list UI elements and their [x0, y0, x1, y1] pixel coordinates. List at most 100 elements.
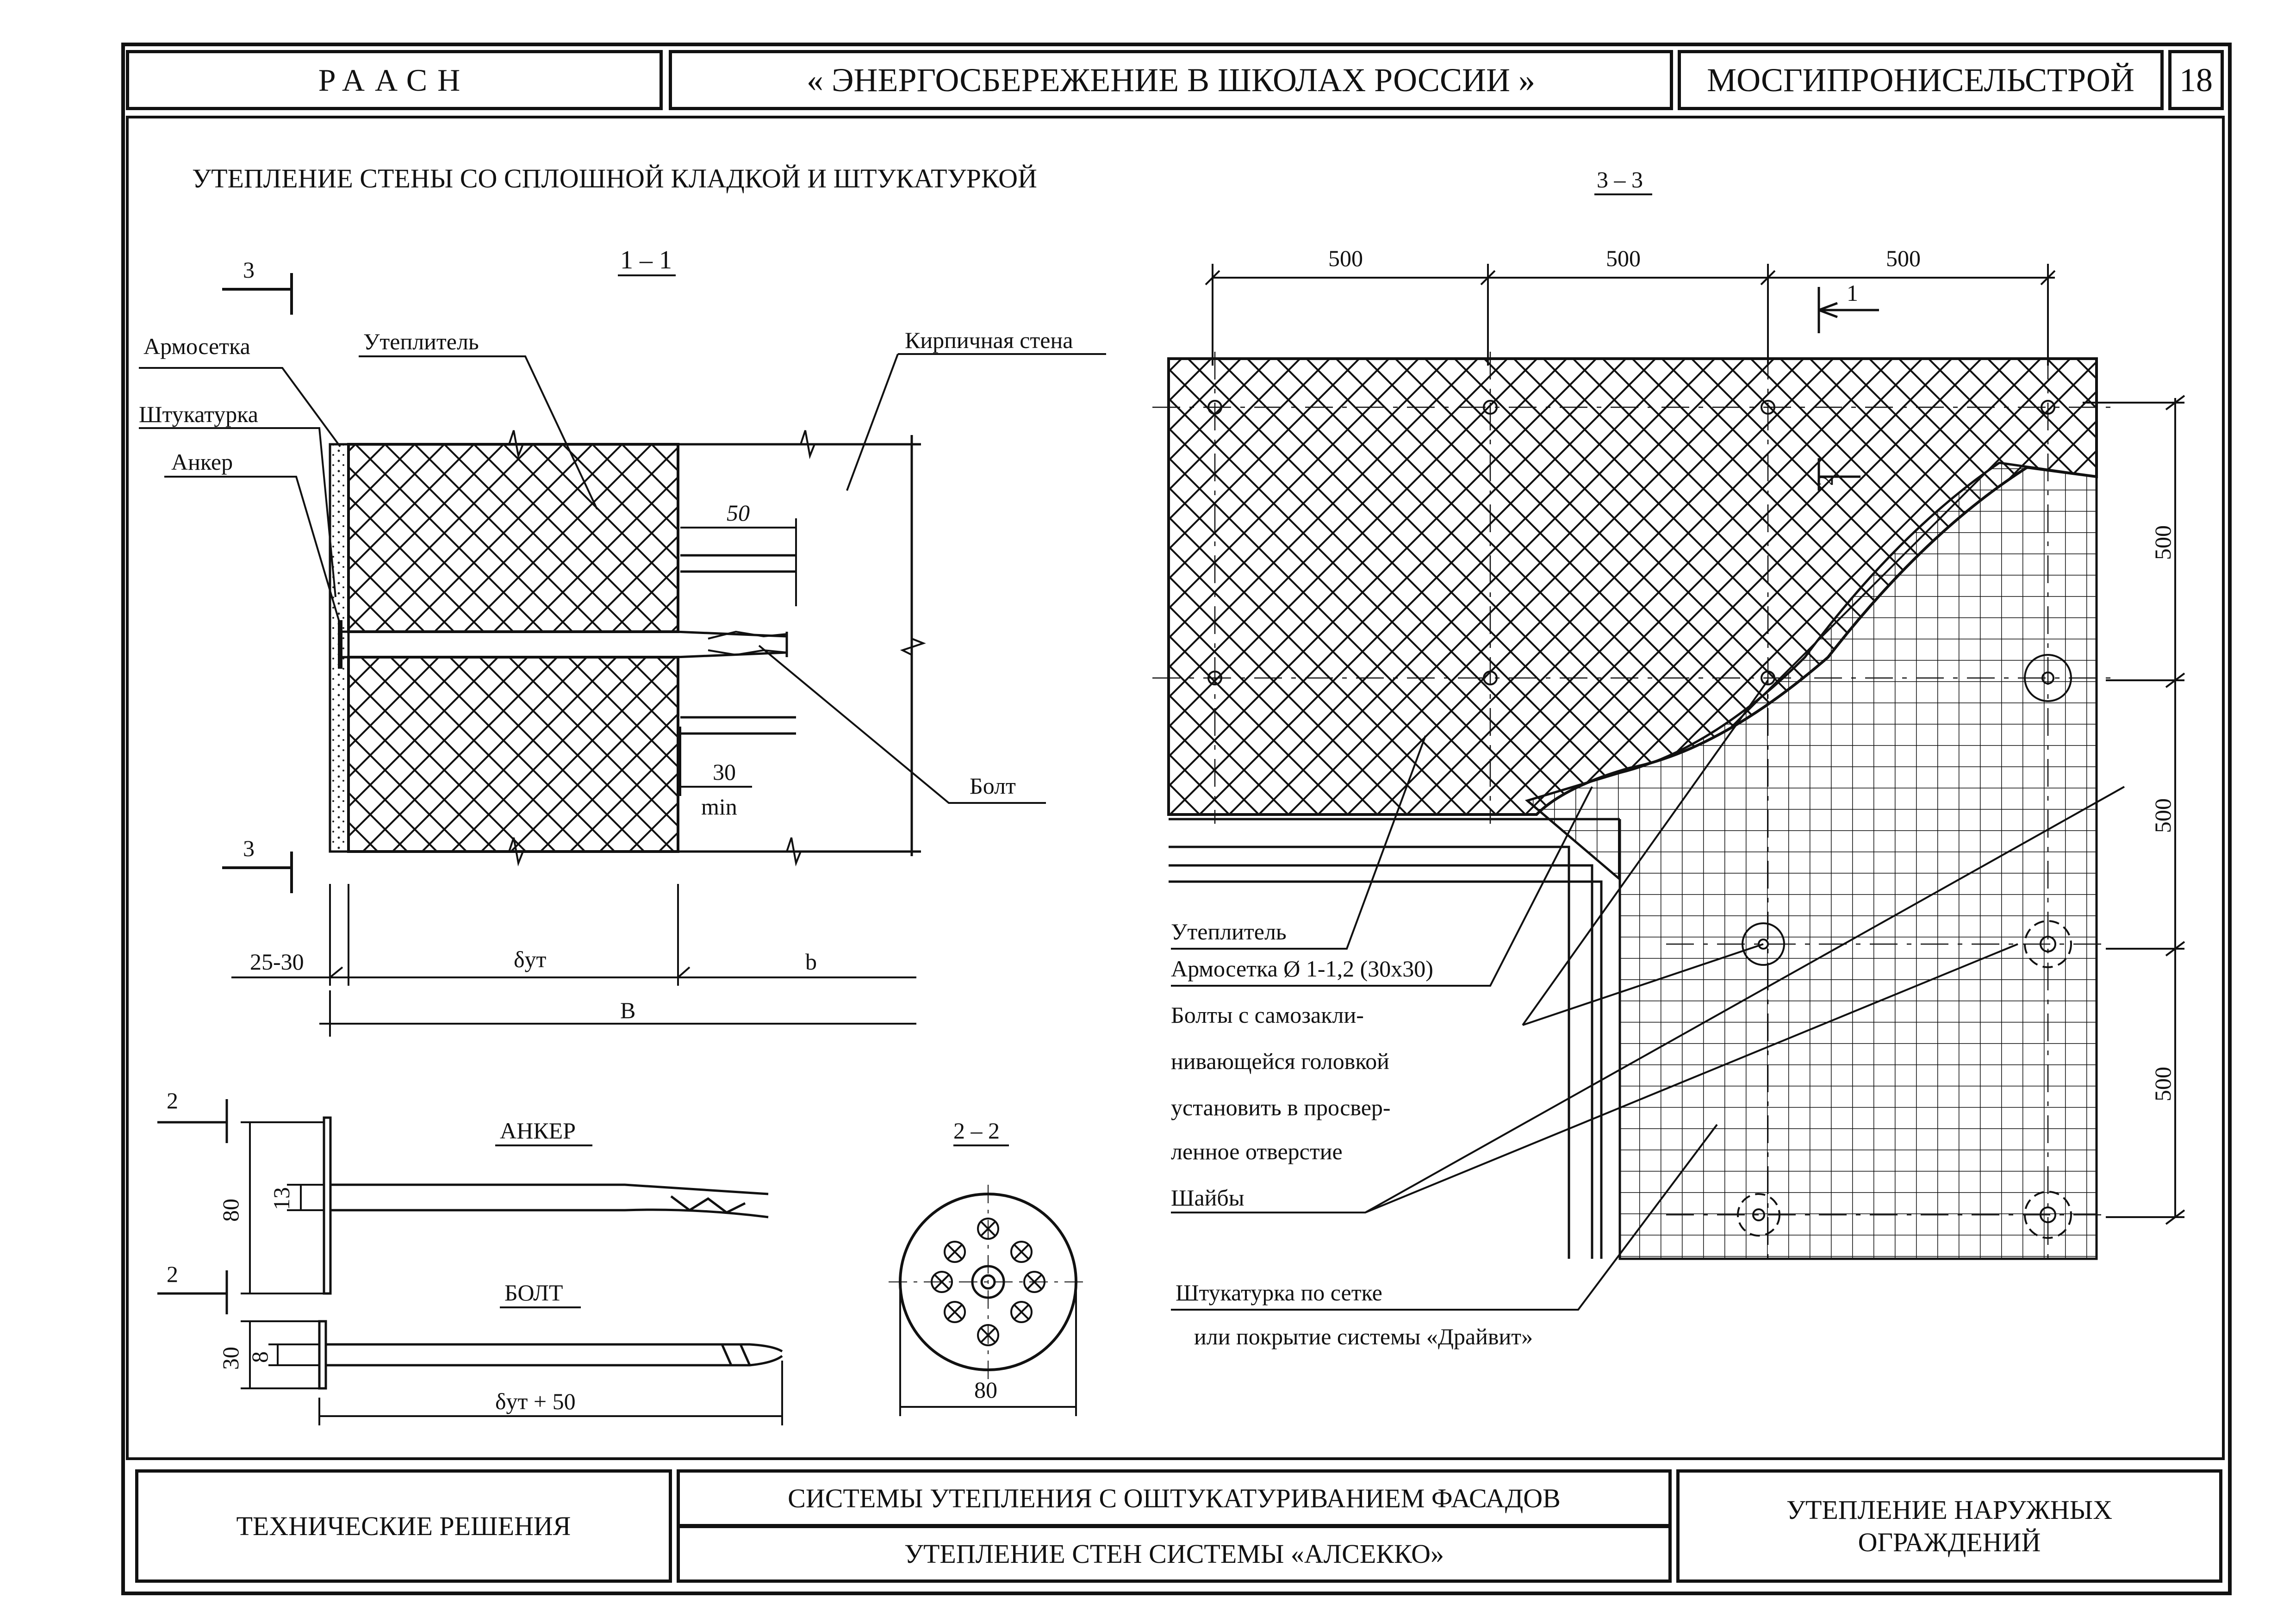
- label-brick-wall: Кирпичная стена: [905, 327, 1073, 353]
- label-3-mesh: Армосетка Ø 1-1,2 (30х30): [1171, 956, 1433, 982]
- label-3-plaster-1: Штукатурка по сетке: [1176, 1280, 1382, 1306]
- grid-center-lines: [1152, 352, 2110, 1263]
- footer-center-bottom-text: УТЕПЛЕНИЕ СТЕН СИСТЕМЫ «АЛСЕККО»: [904, 1538, 1444, 1569]
- insulation-panel: [1167, 357, 2098, 816]
- header-org-text: РААСН: [318, 62, 471, 98]
- section-2-2-labels: 2 – 2 80: [953, 1118, 1000, 1403]
- footer-right-line1: УТЕПЛЕНИЕ НАРУЖНЫХ: [1786, 1494, 2113, 1525]
- cut-3-bottom-label: 3: [243, 835, 255, 861]
- dim-25-30-text: 25-30: [250, 949, 304, 975]
- dim-B-text: B: [620, 997, 635, 1023]
- section-1-1-labels: Армосетка Штукатурка Анкер Утеплитель Ки…: [139, 327, 1073, 1023]
- drawing-field: [126, 116, 2225, 1460]
- anchor-detail-stem: [330, 1183, 769, 1219]
- leader-3-bolts: [1522, 679, 1769, 1026]
- footer-center-top: СИСТЕМЫ УТЕПЛЕНИЯ С ОШТУКАТУРИВАНИЕМ ФАС…: [677, 1469, 1672, 1527]
- anchor-bolt-labels: 2 2 АНКЕР БОЛТ 80 13 30 8 δут + 50: [167, 1088, 576, 1414]
- dim-min-text: min: [701, 794, 737, 820]
- anchor-head-dim: 13: [268, 1187, 294, 1210]
- label-3-insulation: Утеплитель: [1171, 919, 1287, 945]
- washer-crosshair: [889, 1185, 1088, 1379]
- header-org: РААСН: [126, 50, 663, 110]
- brick-wall-outline: [678, 435, 921, 856]
- section-3-3-labels: 3 – 3 1 2 500 500 500 500 500 500 Утепли…: [1171, 167, 2176, 1349]
- anchor-detail-dims: [241, 1121, 324, 1294]
- cut-3-bottom-arrow: [222, 852, 293, 893]
- bolt-title: БОЛТ: [504, 1280, 563, 1306]
- footer-left: ТЕХНИЧЕСКИЕ РЕШЕНИЯ: [135, 1469, 672, 1583]
- top-dim-line: [1205, 264, 2056, 366]
- drawing-title: УТЕПЛЕНИЕ СТЕНЫ СО СПЛОШНОЙ КЛАДКОЙ И ШТ…: [192, 163, 1037, 193]
- label-3-plaster-2: или покрытие системы «Драйвит»: [1194, 1324, 1533, 1349]
- leader-3-washers: [1171, 786, 2125, 1213]
- cut-3-top-arrow: [222, 273, 293, 315]
- footer-center-top-text: СИСТЕМЫ УТЕПЛЕНИЯ С ОШТУКАТУРИВАНИЕМ ФАС…: [788, 1483, 1561, 1513]
- label-anchor: Анкер: [171, 449, 233, 475]
- bolt-height-dim: 30: [218, 1347, 243, 1370]
- leader-bolt: [758, 645, 1046, 804]
- leader-3-insulation: [1171, 735, 1426, 950]
- bolt-head-dim: 8: [247, 1351, 273, 1363]
- leader-insulation: [359, 355, 598, 510]
- leader-plaster: [139, 427, 336, 597]
- cut-2-top-label: 2: [167, 1088, 178, 1113]
- label-3-bolts-3: установить в просвер-: [1171, 1094, 1391, 1120]
- dim-delta-text: δут: [514, 946, 547, 972]
- cut-2-bottom-label: 2: [167, 1261, 178, 1287]
- leader-brick-wall: [846, 353, 1106, 491]
- leader-mesh: [139, 367, 341, 448]
- bolt-detail-dims: [241, 1320, 783, 1425]
- insulation-block-lower: [347, 656, 679, 853]
- label-3-bolts-4: ленное отверстие: [1171, 1138, 1343, 1164]
- dim-30-text: 30: [713, 759, 736, 785]
- header-program: « ЭНЕРГОСБЕРЕЖЕНИЕ В ШКОЛАХ РОССИИ »: [669, 50, 1673, 110]
- dim-50: [680, 518, 797, 606]
- bolt-detail-stem: [326, 1343, 783, 1367]
- insulation-block-upper: [347, 443, 679, 633]
- side-dim-line: [2083, 395, 2185, 1225]
- label-insulation: Утеплитель: [363, 329, 479, 354]
- washer-dia-dim: [899, 1291, 1077, 1416]
- top-dim-1: 500: [1328, 245, 1363, 271]
- bolt-length-dim: δут + 50: [495, 1388, 576, 1414]
- sheet-number-text: 18: [2179, 61, 2213, 99]
- cut-2-label-3-3: 2: [1812, 474, 1838, 486]
- leader-3-mesh: [1171, 786, 1593, 987]
- side-dim-1: 500: [2150, 525, 2176, 560]
- break-lines: [508, 430, 926, 867]
- side-dim-2: 500: [2150, 798, 2176, 833]
- section-2-2-tag: 2 – 2: [953, 1118, 1000, 1144]
- side-dim-3: 500: [2150, 1067, 2176, 1101]
- anchor-height-dim: 80: [218, 1199, 243, 1222]
- anchor-title: АНКЕР: [500, 1118, 576, 1144]
- sheet-number: 18: [2168, 50, 2224, 110]
- cut-1-label: 1: [1847, 280, 1858, 306]
- footer-right-line2: ОГРАЖДЕНИЙ: [1858, 1527, 2041, 1557]
- dim-chain-1: [231, 884, 916, 986]
- footer-right: УТЕПЛЕНИЕ НАРУЖНЫХ ОГРАЖДЕНИЙ: [1676, 1469, 2222, 1583]
- section-2-2: [889, 1144, 1088, 1416]
- dim-50-text: 50: [727, 500, 750, 526]
- label-mesh: Армосетка: [143, 333, 250, 359]
- cut-2-bottom-arrow: [157, 1270, 228, 1314]
- washer-dia-text: 80: [974, 1377, 997, 1403]
- leader-anchor: [164, 476, 341, 625]
- top-dim-2: 500: [1606, 245, 1641, 271]
- bolt-detail-head: [318, 1320, 327, 1390]
- top-dim-3: 500: [1886, 245, 1921, 271]
- label-3-bolts-2: нивающейся головкой: [1171, 1048, 1389, 1074]
- cut-3-top-label: 3: [243, 257, 255, 283]
- anchor-tip-bolt: [708, 630, 787, 656]
- footer-center-bottom: УТЕПЛЕНИЕ СТЕН СИСТЕМЫ «АЛСЕККО»: [677, 1525, 1672, 1583]
- label-bolt: Болт: [970, 773, 1016, 799]
- anchor-bolt-details: [157, 1099, 783, 1425]
- anchor-detail-head: [323, 1116, 332, 1295]
- cut-1-arrow: [1817, 287, 1879, 333]
- leader-3-plaster: [1171, 1124, 1718, 1311]
- cut-2-3-3-arrow: [1817, 458, 1860, 491]
- label-3-washers: Шайбы: [1171, 1185, 1244, 1211]
- label-3-bolts-1: Болты с самозакли-: [1171, 1002, 1364, 1028]
- section-1-1-tag: 1 – 1: [620, 246, 672, 274]
- section-3-3: [1152, 193, 2185, 1311]
